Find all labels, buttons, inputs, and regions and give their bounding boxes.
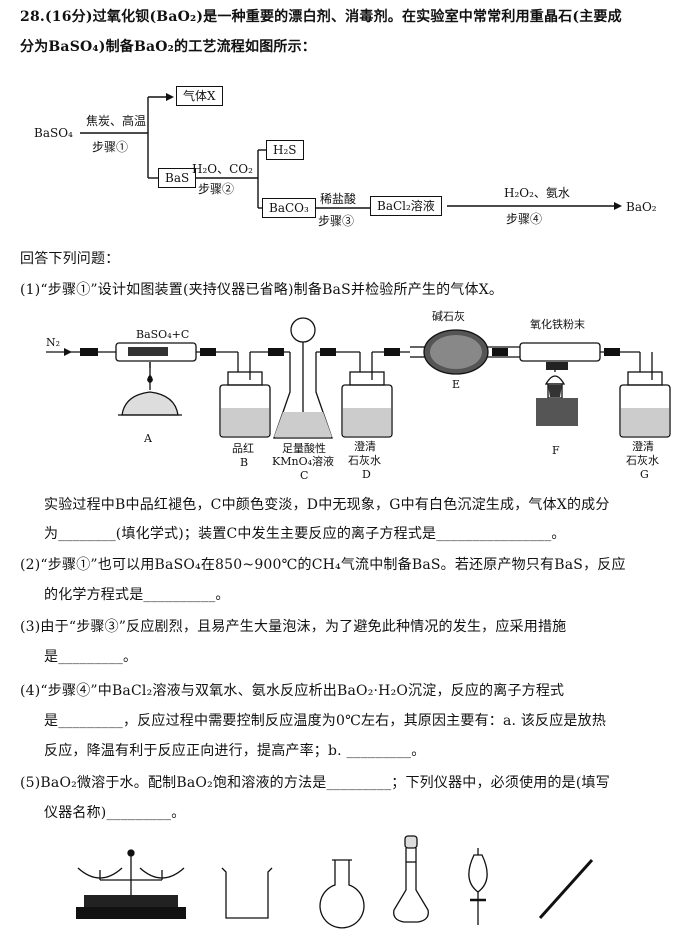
flow-cond3: 稀盐酸 [320, 192, 357, 206]
q4-line-1: (4)“步骤④”中BaCl₂溶液与双氧水、氨水反应析出BaO₂·H₂O沉淀，反应… [20, 683, 565, 699]
apparatus-reagent-c1: 足量酸性 [282, 442, 326, 455]
flow-product: BaO₂ [626, 200, 657, 214]
flow-box-bas: BaS [158, 168, 197, 188]
q2-line-2: 的化学方程式是__________。 [44, 587, 230, 603]
balance-icon [77, 849, 185, 895]
apparatus-label-b: B [240, 456, 249, 469]
q5-line-2: 仪器名称)_________。 [44, 805, 186, 821]
apparatus-reagent-g2: 石灰水 [626, 454, 659, 467]
apparatus-reagent-c2: KMnO₄溶液 [272, 455, 334, 468]
flow-cond4: H₂O₂、氨水 [504, 186, 570, 200]
q4-line-3: 反应，降温有利于反应正向进行，提高产率；b. _________。 [44, 743, 426, 759]
flow-step1: 步骤① [92, 140, 129, 154]
q4-line-2: 是_________，反应过程中需要控制反应温度为0℃左右，其原因主要有：a. … [44, 713, 607, 729]
flow-box-h2s: H₂S [266, 140, 304, 160]
volumetric-flask-icon [393, 835, 429, 923]
apparatus-reagent-f: 氧化铁粉末 [530, 318, 585, 331]
glass-rod-icon [538, 858, 594, 920]
flow-box-baco3: BaCO₃ [262, 198, 316, 218]
apparatus-label-a: A [144, 432, 152, 445]
apparatus-reagent-d2: 石灰水 [348, 454, 381, 467]
dropping-funnel-icon [468, 848, 488, 925]
apparatus-reagent-g1: 澄清 [632, 440, 654, 453]
q5-line-1: (5)BaO₂微溶于水。配制BaO₂饱和溶液的方法是_________；下列仪器… [20, 775, 610, 791]
q1-observation-2: 为________(填化学式)；装置C中发生主要反应的离子方程式是_______… [44, 526, 566, 542]
question-line-2: 分为BaSO₄)制备BaO₂的工艺流程如图所示： [20, 39, 316, 55]
q3-line-2: 是_________。 [44, 649, 138, 665]
q3-line-1: (3)由于“步骤③”反应剧烈，且易产生大量泡沫，为了避免此种情况的发生，应采用措… [20, 619, 567, 635]
flow-cond2: H₂O、CO₂ [192, 162, 253, 176]
q1-observation-1: 实验过程中B中品红褪色，C中颜色变淡，D中无现象，G中有白色沉淀生成，气体X的成… [44, 497, 610, 513]
round-flask-icon [319, 859, 365, 929]
flow-step3: 步骤③ [318, 214, 355, 228]
apparatus-n2: N₂ [46, 336, 61, 349]
flow-box-bacl2: BaCl₂溶液 [370, 196, 442, 216]
apparatus-reagent-d1: 澄清 [354, 440, 376, 453]
apparatus-label-d: D [362, 468, 371, 481]
flow-cond1: 焦炭、高温 [86, 114, 147, 128]
apparatus-label-c: C [300, 469, 309, 482]
q1-line: (1)“步骤①”设计如图装置(夹持仪器已省略)制备BaS并检验所产生的气体X。 [20, 282, 504, 298]
flow-box-gasx: 气体X [176, 86, 223, 106]
apparatus-reagent-a: BaSO₄+C [136, 328, 190, 341]
apparatus-label-e: E [452, 378, 461, 391]
answer-intro: 回答下列问题： [20, 251, 120, 267]
apparatus-label-f: F [552, 444, 560, 457]
q2-line-1: (2)“步骤①”也可以用BaSO₄在850~900℃的CH₄气流中制备BaS。若… [20, 557, 626, 573]
flow-step2: 步骤② [198, 182, 235, 196]
apparatus-reagent-e: 碱石灰 [432, 310, 465, 323]
question-line-1: 28.(16分)过氧化钡(BaO₂)是一种重要的漂白剂、消毒剂。在实验室中常常利… [20, 9, 622, 25]
flow-start: BaSO₄ [34, 126, 73, 140]
flow-step4: 步骤④ [506, 212, 543, 226]
beaker-icon [221, 867, 273, 919]
apparatus-reagent-b: 品红 [232, 442, 254, 455]
apparatus-label-g: G [640, 468, 649, 481]
